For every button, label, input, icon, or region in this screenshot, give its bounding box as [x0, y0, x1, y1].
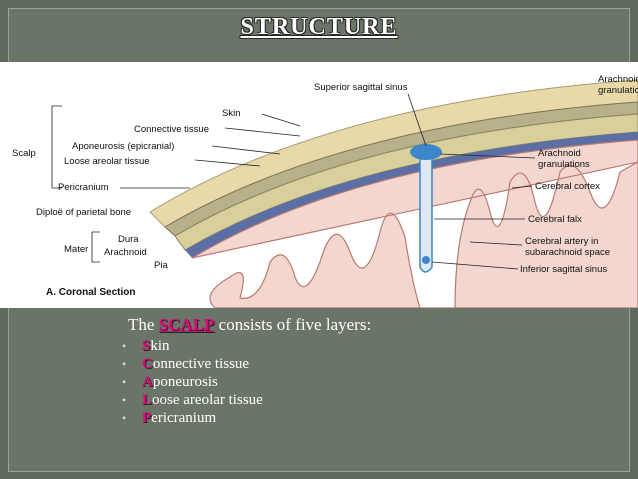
label-loose-areolar: Loose areolar tissue	[64, 156, 150, 167]
label-aponeurosis: Aponeurosis (epicranial)	[72, 141, 175, 152]
brain-cortex	[191, 139, 638, 308]
label-cerebral-artery: Cerebral artery in subarachnoid space	[525, 236, 611, 258]
label-dura: Dura	[118, 234, 139, 245]
label-superior-sagittal-sinus: Superior sagittal sinus	[314, 82, 408, 93]
list-item: Loose areolar tissue	[120, 391, 371, 409]
coronal-section-illustration	[51, 79, 638, 308]
intro-prefix: The	[128, 315, 155, 334]
list-item: Pericranium	[120, 409, 371, 427]
label-diploe: Diploë of parietal bone	[36, 207, 132, 218]
layer-initial: A	[142, 374, 153, 390]
label-cerebral-cortex: Cerebral cortex	[535, 181, 600, 192]
layer-initial: P	[142, 410, 152, 426]
label-arachnoid-granulations-top: Arachnoid granulations	[598, 74, 638, 96]
layer-rest: oose areolar tissue	[152, 392, 263, 408]
label-skin: Skin	[222, 108, 241, 119]
sagittal-sinus-shape	[410, 144, 442, 160]
label-connective-tissue: Connective tissue	[134, 124, 209, 135]
label-pia: Pia	[154, 260, 168, 271]
list-item: Skin	[120, 337, 371, 355]
bracket-lines	[51, 105, 100, 263]
layer-rest: kin	[150, 338, 170, 354]
label-mater: Mater	[64, 244, 89, 255]
list-item: Aponeurosis	[120, 373, 371, 391]
label-inferior-sagittal-sinus: Inferior sagittal sinus	[520, 264, 608, 275]
layers-text: The SCALP consists of five layers: Skin …	[120, 315, 371, 427]
layer-rest: onnective tissue	[152, 356, 250, 372]
layer-initial: C	[142, 356, 153, 372]
label-pericranium: Pericranium	[58, 182, 109, 193]
list-item: Connective tissue	[120, 355, 371, 373]
label-arachnoid-granulations: Arachnoid granulations	[538, 148, 590, 170]
layers-list: Skin Connective tissue Aponeurosis Loose…	[120, 337, 371, 427]
layer-rest: ericranium	[151, 410, 217, 426]
leader-lines	[120, 93, 536, 270]
label-cerebral-falx: Cerebral falx	[528, 214, 582, 225]
cerebral-falx-shape	[419, 146, 433, 273]
label-arachnoid: Arachnoid	[104, 247, 147, 258]
figure-caption: A. Coronal Section	[46, 287, 136, 298]
intro-sentence: The SCALP consists of five layers:	[128, 315, 371, 335]
slide-title: STRUCTURE	[240, 14, 398, 40]
layer-initial: L	[142, 392, 153, 408]
anatomy-figure: Superior sagittal sinus Arachnoid granul…	[0, 62, 638, 308]
intro-suffix: consists of five layers:	[218, 315, 372, 334]
layer-rest: poneurosis	[152, 374, 218, 390]
label-scalp: Scalp	[12, 148, 36, 159]
inferior-sinus-shape	[422, 256, 430, 264]
layer-initial: S	[142, 338, 151, 354]
intro-keyword: SCALP	[158, 315, 215, 334]
